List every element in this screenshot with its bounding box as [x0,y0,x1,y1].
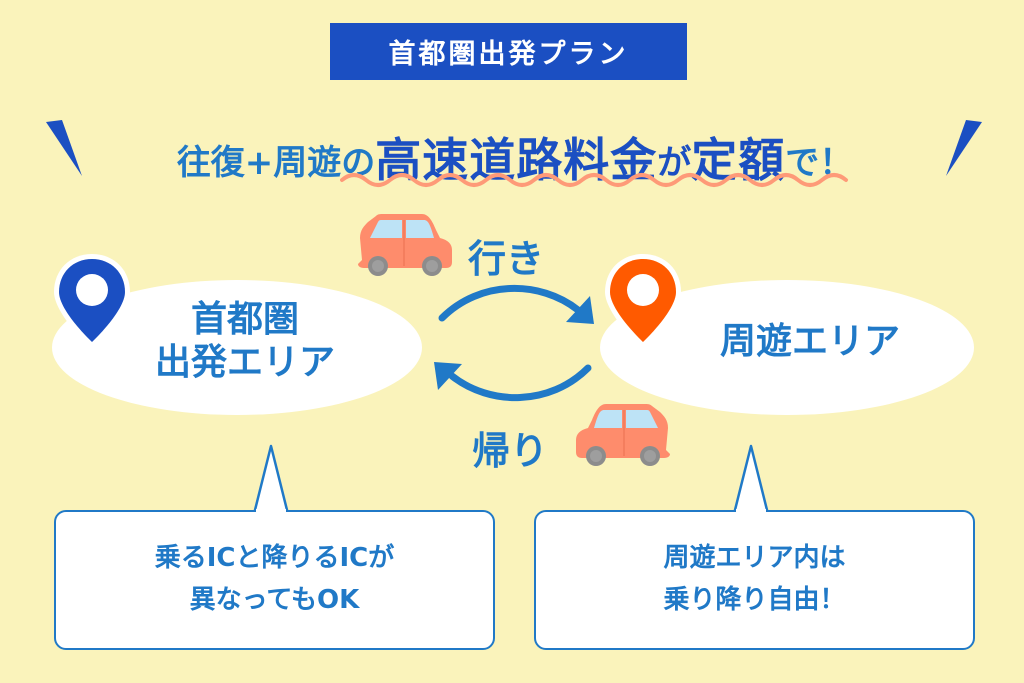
origin-area-line2: 出発エリア [154,342,335,384]
wavy-underline [340,173,848,187]
destination-note-line1: 周遊エリア内は [663,543,846,574]
emphasis-flag-left-icon [46,120,82,176]
destination-note-line2: 乗り降り自由！ [663,585,846,615]
car-outbound-icon [358,214,452,276]
destination-note-text: 周遊エリア内は 乗り降り自由！ [663,538,845,621]
headline: 往復+周遊の 高速道路料金 が 定額 で！ [90,110,940,190]
origin-note-bubble: 乗るICと降りるICが 異なってもOK [54,510,495,650]
origin-area-line1: 首都圏 [190,299,299,340]
headline-part-fixed: 定額 [691,133,786,187]
destination-area-text: 周遊エリア [719,321,900,362]
map-pin-blue-icon [54,254,130,350]
emphasis-flag-right-icon [946,120,982,176]
bubble-tail-left [252,444,290,514]
destination-area-label: 周遊エリア [680,320,940,363]
plan-badge: 首都圏出発プラン [330,23,687,80]
round-trip-arrows-icon [434,284,594,402]
origin-note-line1: 乗るICと降りるICが [154,543,395,574]
outbound-label: 行き [468,237,545,281]
car-return-icon [576,404,670,466]
origin-area-label: 首都圏 出発エリア [120,298,370,384]
origin-note-text: 乗るICと降りるICが 異なってもOK [155,538,395,621]
plan-badge-label: 首都圏出発プラン [388,39,629,70]
destination-note-bubble: 周遊エリア内は 乗り降り自由！ [534,510,975,650]
map-pin-orange-icon [605,254,681,350]
return-label: 帰り [472,429,549,473]
headline-part-toll: 高速道路料金 [375,133,658,187]
bubble-tail-join-right [736,509,766,514]
bubble-tail-join-left [256,509,286,514]
origin-note-line2: 異なってもOK [189,585,360,615]
bubble-tail-right [732,444,770,514]
headline-part-round-trip: 往復+周遊の [176,143,376,183]
